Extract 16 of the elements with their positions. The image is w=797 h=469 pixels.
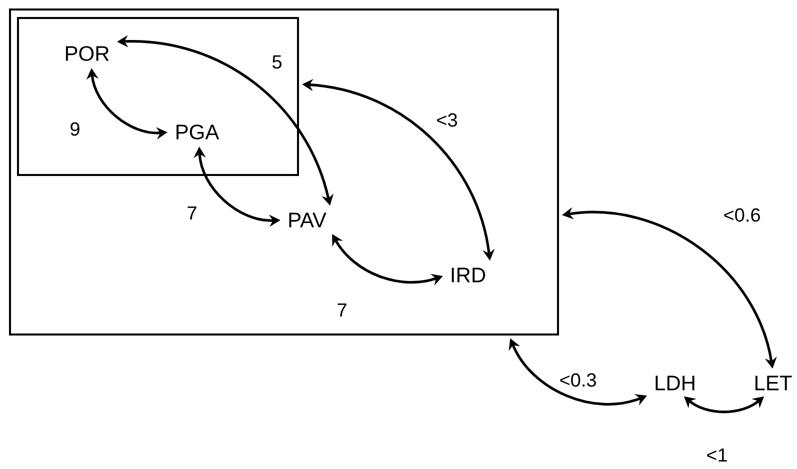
group-box	[9, 8, 559, 336]
node-label: IRD	[452, 268, 486, 282]
edge-label: 7	[336, 302, 348, 318]
edge-label: 9	[68, 121, 82, 137]
group-box	[17, 17, 299, 176]
node-label: PAV	[289, 212, 326, 228]
node-label: LET	[755, 376, 792, 390]
node-label: LDH	[656, 376, 694, 390]
node-label: PGA	[176, 124, 220, 140]
edge-label: <1	[705, 447, 729, 463]
edge-label: 5	[270, 54, 284, 70]
edge-label: <0.6	[722, 207, 762, 223]
edge-label: <3	[435, 112, 459, 128]
edge-label: <0.3	[558, 372, 598, 388]
edge-label: 7	[186, 205, 198, 221]
node-label: POR	[66, 46, 109, 61]
